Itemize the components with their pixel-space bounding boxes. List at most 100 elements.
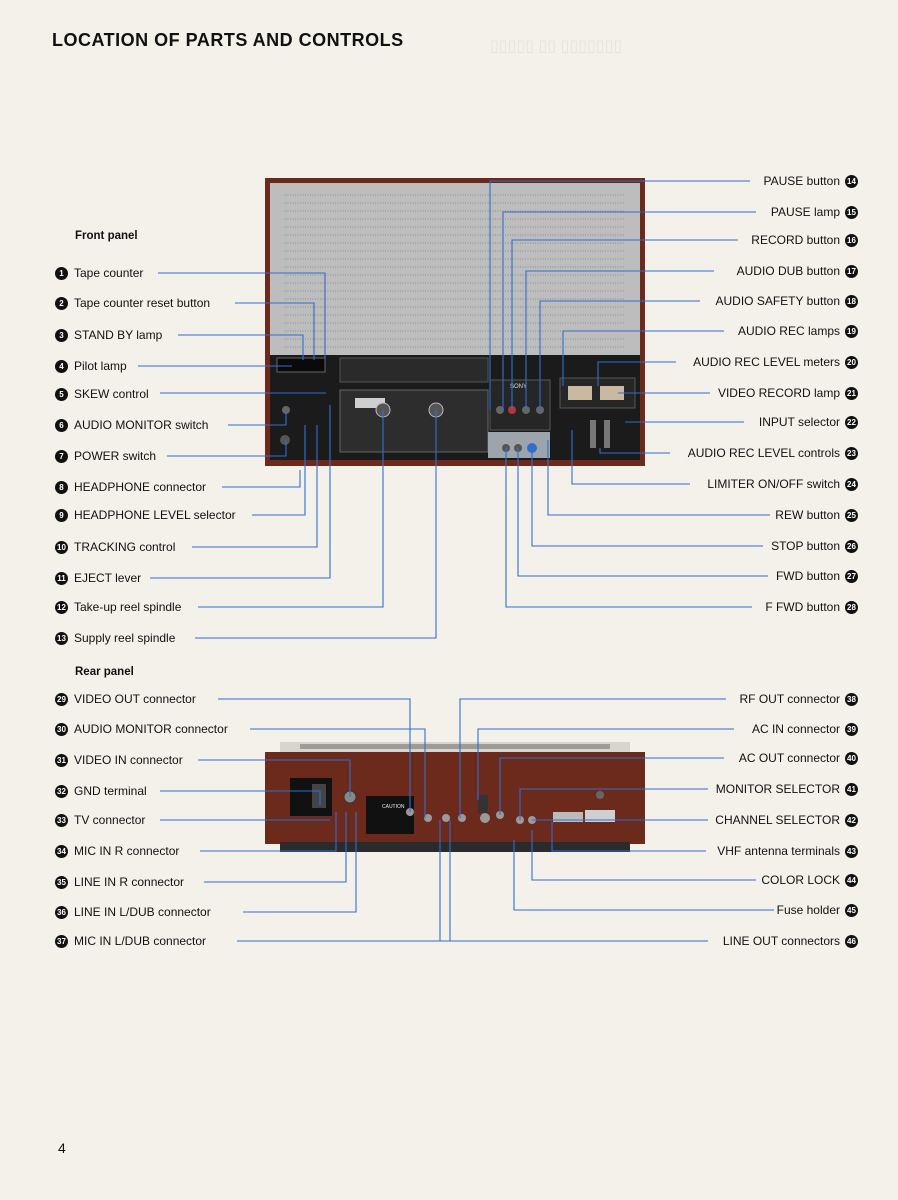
label-text: MONITOR SELECTOR bbox=[715, 782, 840, 796]
page-number: 4 bbox=[58, 1140, 66, 1156]
label-headphone-level: 9 HEADPHONE LEVEL selector bbox=[55, 508, 236, 522]
section-rear-panel: Rear panel bbox=[75, 666, 134, 678]
caution-label: CAUTION bbox=[382, 804, 405, 810]
label-text: MIC IN R connector bbox=[74, 844, 180, 858]
label-text: EJECT lever bbox=[74, 571, 142, 585]
callout-number: 4 bbox=[55, 359, 68, 373]
label-text: STOP button bbox=[771, 539, 840, 553]
front-panel-device bbox=[265, 178, 645, 466]
callout-number: 3 bbox=[55, 328, 68, 342]
label-tv-connector: 33 TV connector bbox=[55, 813, 145, 827]
callout-number: 39 bbox=[845, 722, 858, 736]
label-text: TV connector bbox=[74, 813, 146, 827]
label-text: AC IN connector bbox=[751, 722, 840, 736]
label-text: PAUSE lamp bbox=[770, 205, 840, 219]
callout-number: 19 bbox=[845, 324, 858, 338]
callout-number: 34 bbox=[55, 844, 68, 858]
callout-number: 33 bbox=[55, 813, 68, 827]
callout-number: 10 bbox=[55, 540, 68, 554]
callout-number: 11 bbox=[55, 571, 68, 585]
callout-number: 20 bbox=[845, 355, 858, 369]
label-text: HEADPHONE LEVEL selector bbox=[74, 508, 236, 522]
label-text: POWER switch bbox=[74, 449, 157, 463]
label-line-in-r: 35 LINE IN R connector bbox=[55, 875, 184, 889]
label-text: VIDEO OUT connector bbox=[74, 692, 196, 706]
label-text: GND terminal bbox=[74, 784, 147, 798]
label-text: AUDIO DUB button bbox=[736, 264, 840, 278]
label-text: PAUSE button bbox=[763, 174, 841, 188]
callout-number: 35 bbox=[55, 875, 68, 889]
label-text: LINE IN R connector bbox=[74, 875, 185, 889]
callout-number: 27 bbox=[845, 569, 858, 583]
label-video-in: 31 VIDEO IN connector bbox=[55, 753, 183, 767]
callout-number: 28 bbox=[845, 600, 858, 614]
label-text: LIMITER ON/OFF switch bbox=[707, 477, 840, 491]
label-f-fwd-button: F FWD button 28 bbox=[765, 600, 858, 614]
label-text: FWD button bbox=[775, 569, 840, 583]
label-text: CHANNEL SELECTOR bbox=[715, 813, 840, 827]
label-audio-monitor-connector: 30 AUDIO MONITOR connector bbox=[55, 722, 228, 736]
label-text: RECORD button bbox=[751, 233, 840, 247]
label-text: MIC IN L/DUB connector bbox=[74, 934, 207, 948]
label-text: AUDIO MONITOR connector bbox=[74, 722, 228, 736]
callout-number: 15 bbox=[845, 205, 858, 219]
label-power-switch: 7 POWER switch bbox=[55, 449, 156, 463]
label-tape-counter: 1 Tape counter bbox=[55, 266, 143, 280]
label-fwd-button: FWD button 27 bbox=[776, 569, 858, 583]
label-text: RF OUT connector bbox=[739, 692, 840, 706]
label-pause-lamp: PAUSE lamp 15 bbox=[771, 205, 858, 219]
label-text: AUDIO MONITOR switch bbox=[74, 418, 209, 432]
callout-number: 9 bbox=[55, 508, 68, 522]
callout-number: 5 bbox=[55, 387, 68, 401]
callout-number: 36 bbox=[55, 905, 68, 919]
page-title: LOCATION OF PARTS AND CONTROLS bbox=[52, 30, 404, 50]
callout-number: 40 bbox=[845, 751, 858, 765]
label-text: Tape counter bbox=[74, 266, 144, 280]
label-text: VIDEO IN connector bbox=[74, 753, 183, 767]
label-ac-in: AC IN connector 39 bbox=[752, 722, 858, 736]
callout-number: 30 bbox=[55, 722, 68, 736]
callout-number: 1 bbox=[55, 266, 68, 280]
label-mic-in-r: 34 MIC IN R connector bbox=[55, 844, 179, 858]
callout-number: 43 bbox=[845, 844, 858, 858]
label-text: F FWD button bbox=[765, 600, 840, 614]
callout-number: 41 bbox=[845, 782, 858, 796]
section-front-panel: Front panel bbox=[75, 230, 138, 242]
label-text: VHF antenna terminals bbox=[717, 844, 840, 858]
callout-number: 37 bbox=[55, 934, 68, 948]
callout-number: 7 bbox=[55, 449, 68, 463]
label-text: VIDEO RECORD lamp bbox=[717, 386, 840, 400]
label-text: Take-up reel spindle bbox=[74, 600, 182, 614]
callout-number: 31 bbox=[55, 753, 68, 767]
rear-panel-device bbox=[265, 742, 645, 852]
callout-number: 13 bbox=[55, 631, 68, 645]
callout-number: 8 bbox=[55, 480, 68, 494]
brand-label: SONY bbox=[510, 384, 527, 390]
label-text: TRACKING control bbox=[74, 540, 176, 554]
label-text: Pilot lamp bbox=[74, 359, 127, 373]
leader-lines-left bbox=[138, 272, 451, 942]
callout-number: 46 bbox=[845, 934, 858, 948]
label-mic-in-l-dub: 37 MIC IN L/DUB connector bbox=[55, 934, 206, 948]
leader-lines-right bbox=[439, 180, 774, 942]
